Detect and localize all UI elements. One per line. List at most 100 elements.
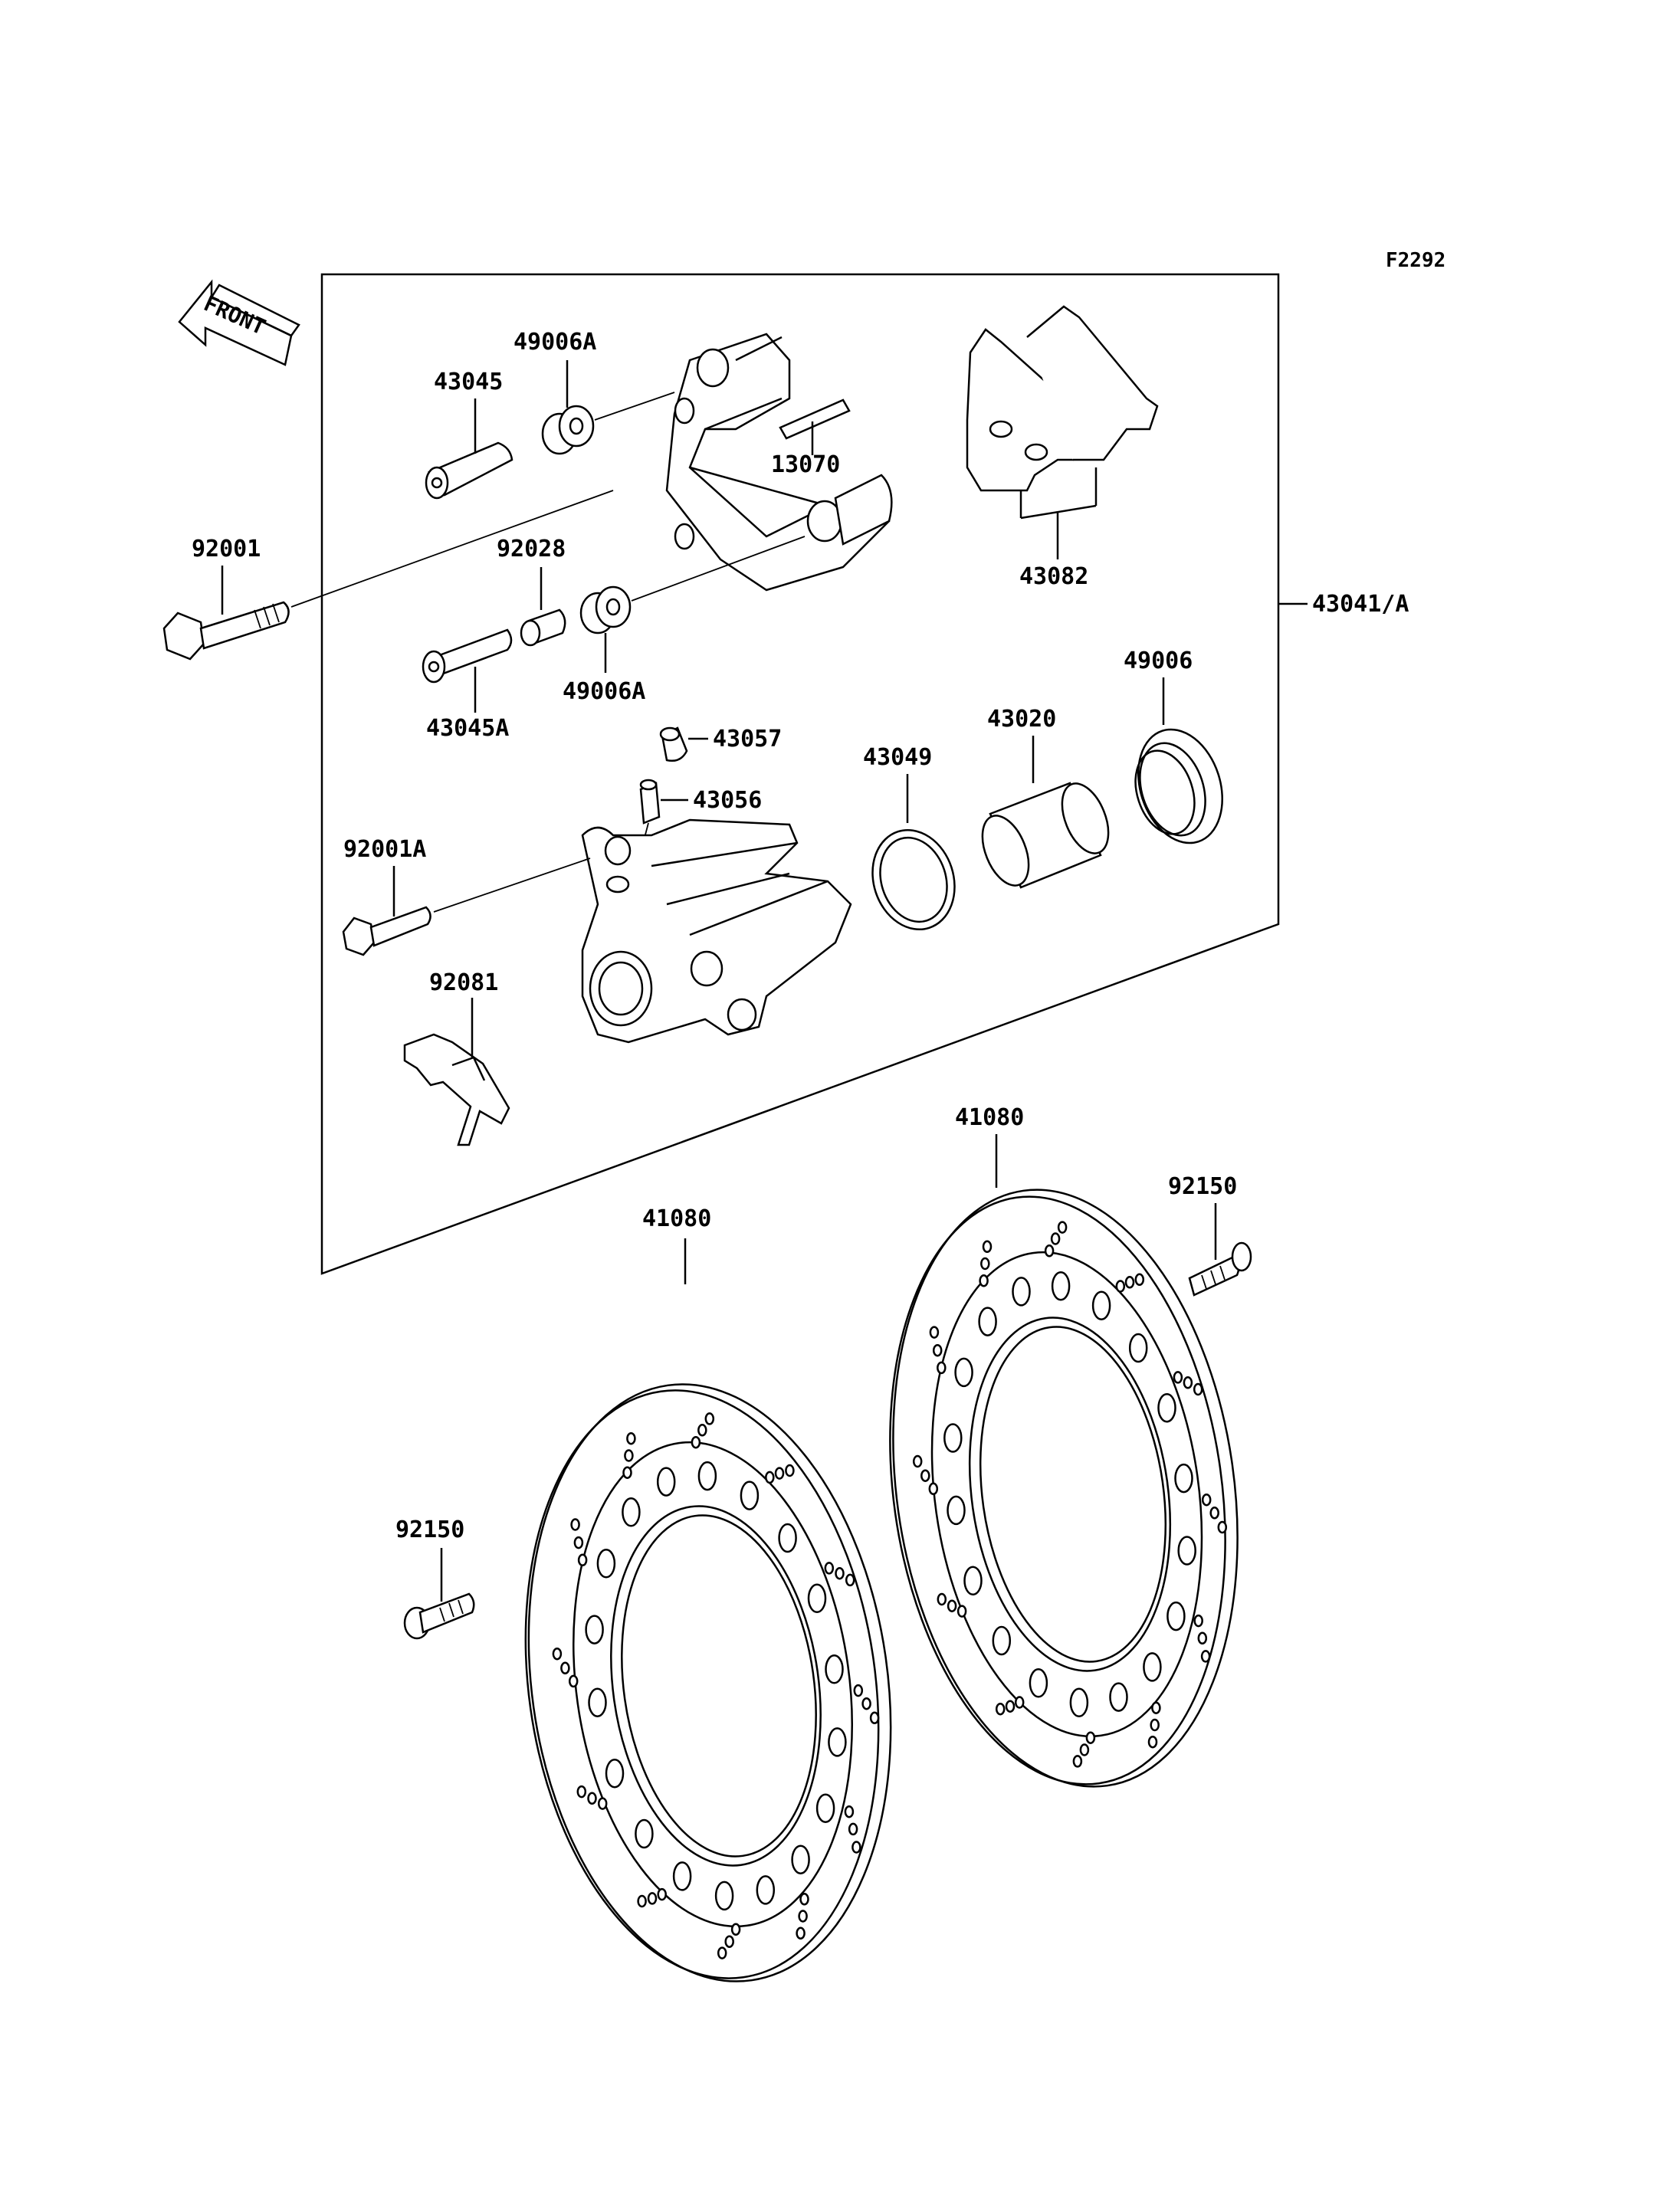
bolt-92001A — [342, 906, 431, 956]
disc-slot — [714, 1881, 734, 1911]
disc-hole — [576, 1785, 587, 1799]
disc-slot — [756, 1875, 776, 1905]
slide-pin-43045 — [425, 441, 514, 500]
disc-hole — [937, 1361, 947, 1375]
disc-hole — [835, 1566, 845, 1580]
disc-slot — [1177, 1536, 1196, 1566]
disc-hole — [1173, 1371, 1183, 1384]
piston-seal-43049 — [871, 828, 956, 931]
label-92150-right: 92150 — [1168, 1173, 1237, 1200]
disc-hole — [577, 1553, 588, 1567]
disc-hole — [724, 1935, 734, 1948]
sleeve-92028 — [520, 608, 566, 647]
disc-hole — [697, 1424, 707, 1437]
brake-pads-43082 — [966, 305, 1159, 559]
disc-slot — [1012, 1277, 1031, 1307]
brake-disc-41080-left — [524, 1383, 892, 1982]
pad-spring-13070 — [779, 398, 851, 455]
disc-hole — [848, 1822, 858, 1836]
disc-slot — [1069, 1687, 1089, 1718]
disc-slot — [807, 1583, 827, 1614]
disc-slot — [740, 1481, 760, 1510]
disc-slot — [1051, 1271, 1071, 1301]
label-43020: 43020 — [987, 706, 1056, 733]
label-92081: 92081 — [429, 969, 498, 996]
disc-hole — [647, 1892, 658, 1905]
disc-hole — [980, 1257, 990, 1271]
disc-hole — [657, 1887, 667, 1901]
caliper-bracket — [665, 333, 893, 592]
disc-hole — [1217, 1520, 1228, 1534]
disc-hole — [626, 1431, 636, 1445]
disc-hole — [1115, 1280, 1126, 1293]
bolt-92150-left — [403, 1592, 475, 1640]
disc-hole — [560, 1661, 570, 1675]
label-92150-left: 92150 — [395, 1517, 464, 1543]
disc-hole — [937, 1592, 947, 1606]
disc-slot — [978, 1307, 997, 1336]
disc-hole — [932, 1343, 943, 1357]
disc-hole — [928, 1482, 939, 1496]
disc-slot — [588, 1687, 607, 1717]
disc-hole — [1050, 1232, 1061, 1245]
disc-slot — [825, 1654, 844, 1684]
disc-hole — [947, 1599, 957, 1612]
disc-hole — [798, 1910, 808, 1923]
label-43057: 43057 — [713, 726, 782, 753]
disc-hole — [573, 1536, 584, 1549]
disc-slot — [1029, 1668, 1048, 1698]
label-43045A: 43045A — [426, 715, 509, 742]
disc-slot — [947, 1495, 966, 1526]
disc-slot — [622, 1497, 641, 1527]
dust-seal-49006 — [1134, 728, 1223, 844]
disc-slot — [992, 1625, 1012, 1656]
disc-slot — [1128, 1333, 1148, 1363]
bleeder-cap-43057 — [659, 726, 688, 762]
disc-hole — [851, 1841, 861, 1854]
disc-hole — [785, 1464, 795, 1477]
disc-hole — [1147, 1735, 1158, 1749]
disc-hole — [796, 1926, 806, 1940]
bolt-92001 — [162, 601, 290, 661]
disc-hole — [691, 1435, 701, 1449]
disc-hole — [624, 1449, 634, 1462]
disc-hole — [853, 1684, 864, 1697]
disc-hole — [704, 1412, 715, 1425]
label-92001: 92001 — [192, 536, 261, 562]
piston-43020 — [981, 782, 1110, 889]
label-41080-left: 41080 — [642, 1205, 711, 1232]
disc-hole — [869, 1711, 880, 1725]
label-43041A: 43041/A — [1312, 591, 1409, 618]
disc-hole — [568, 1674, 579, 1688]
label-43045: 43045 — [434, 369, 503, 395]
disc-slot — [1109, 1682, 1128, 1712]
disc-hole — [956, 1605, 967, 1618]
disc-hole — [844, 1805, 855, 1818]
disc-slot — [596, 1549, 616, 1579]
disc-slot — [1166, 1601, 1186, 1631]
disc-hole — [1044, 1244, 1055, 1258]
label-43049: 43049 — [863, 744, 932, 771]
disc-slot — [585, 1615, 604, 1644]
disc-hole — [622, 1466, 632, 1479]
disc-hole — [730, 1923, 741, 1936]
disc-hole — [1209, 1507, 1219, 1520]
disc-slot — [1174, 1463, 1193, 1494]
brake-disc-41080-right — [889, 1189, 1239, 1788]
disc-slot — [954, 1357, 973, 1388]
disc-hole — [1193, 1382, 1203, 1396]
disc-hole — [587, 1792, 597, 1805]
label-41080-right: 41080 — [955, 1104, 1024, 1131]
disc-slot — [697, 1461, 717, 1491]
disc-slot — [605, 1758, 625, 1789]
label-43082: 43082 — [1019, 563, 1088, 590]
disc-hole — [1193, 1614, 1203, 1628]
disc-hole — [920, 1469, 930, 1482]
disc-hole — [982, 1240, 993, 1254]
disc-hole — [912, 1454, 923, 1468]
disc-hole — [799, 1893, 809, 1906]
disc-hole — [774, 1467, 785, 1480]
disc-hole — [717, 1946, 727, 1959]
disc-hole — [1134, 1273, 1145, 1287]
